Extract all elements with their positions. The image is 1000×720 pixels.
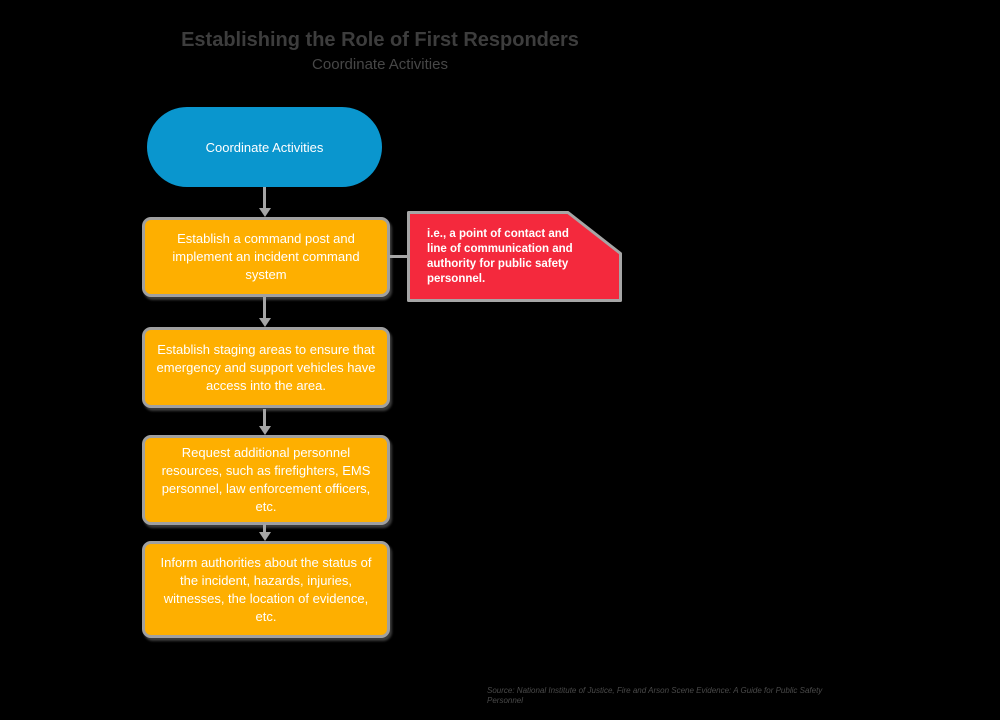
source-citation: Source: National Institute of Justice, F… bbox=[487, 686, 823, 705]
step-node-2: Establish staging areas to ensure that e… bbox=[142, 327, 390, 408]
step-node-3-label: Request additional personnel resources, … bbox=[161, 445, 371, 514]
note-text: i.e., a point of contact and line of com… bbox=[427, 228, 573, 285]
note-connector-line bbox=[389, 255, 408, 258]
arrow-down-2 bbox=[258, 297, 271, 327]
page-subtitle: Coordinate Activities bbox=[312, 56, 448, 73]
step-node-4: Inform authorities about the status of t… bbox=[142, 541, 390, 638]
step-node-1-label: Establish a command post and implement a… bbox=[172, 231, 360, 282]
arrow-down-1 bbox=[258, 187, 271, 217]
arrow-down-4 bbox=[258, 524, 271, 541]
header: Establishing the Role of First Responder… bbox=[0, 28, 760, 75]
note-polygon bbox=[407, 211, 622, 302]
step-node-1: Establish a command post and implement a… bbox=[142, 217, 390, 297]
step-node-3: Request additional personnel resources, … bbox=[142, 435, 390, 525]
step-node-4-label: Inform authorities about the status of t… bbox=[160, 554, 372, 624]
step-node-2-label: Establish staging areas to ensure that e… bbox=[156, 341, 376, 393]
page-title: Establishing the Role of First Responder… bbox=[181, 29, 579, 51]
note-shape bbox=[407, 211, 622, 302]
arrow-down-3 bbox=[258, 409, 271, 435]
start-node-label: Coordinate Activities bbox=[205, 139, 324, 155]
note-callout: i.e., a point of contact and line of com… bbox=[407, 211, 622, 302]
start-node: Coordinate Activities bbox=[147, 107, 382, 187]
